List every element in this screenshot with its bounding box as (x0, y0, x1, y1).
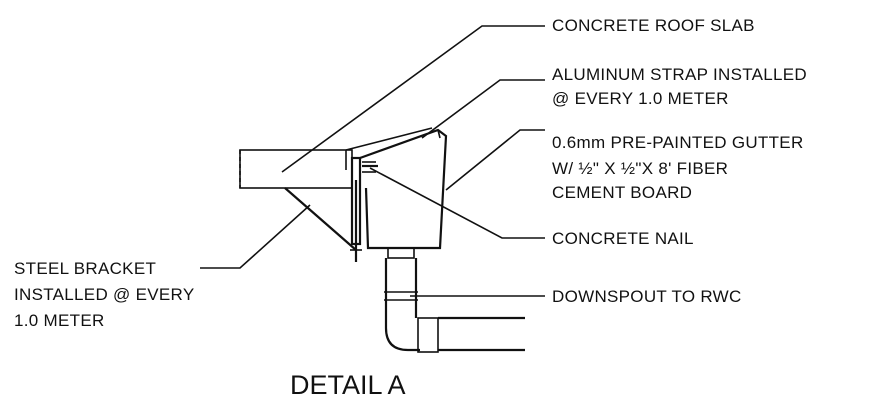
label-aluminum-strap-line-2: @ EVERY 1.0 METER (552, 89, 729, 108)
label-steel-bracket-line-3: 1.0 METER (14, 311, 105, 330)
steel-bracket (284, 180, 362, 262)
label-concrete-nail: CONCRETE NAIL (552, 229, 694, 248)
label-downspout: DOWNSPOUT TO RWC (552, 287, 742, 306)
aluminum-strap (345, 127, 433, 170)
leader-lines (200, 25, 545, 297)
label-steel-bracket-line-1: STEEL BRACKET (14, 259, 156, 278)
label-steel-bracket-line-2: INSTALLED @ EVERY (14, 285, 194, 304)
label-gutter-line-3: CEMENT BOARD (552, 183, 692, 202)
detail-title: DETAIL A (290, 370, 406, 400)
label-aluminum-strap-line-1: ALUMINUM STRAP INSTALLED (552, 65, 807, 84)
concrete-roof-slab (239, 149, 353, 189)
label-gutter-line-2: W/ ½" X ½"X 8' FIBER (552, 159, 728, 178)
label-concrete-roof-slab: CONCRETE ROOF SLAB (552, 16, 755, 35)
downspout (384, 247, 525, 353)
gutter (359, 128, 448, 250)
label-gutter-line-1: 0.6mm PRE-PAINTED GUTTER (552, 133, 804, 152)
